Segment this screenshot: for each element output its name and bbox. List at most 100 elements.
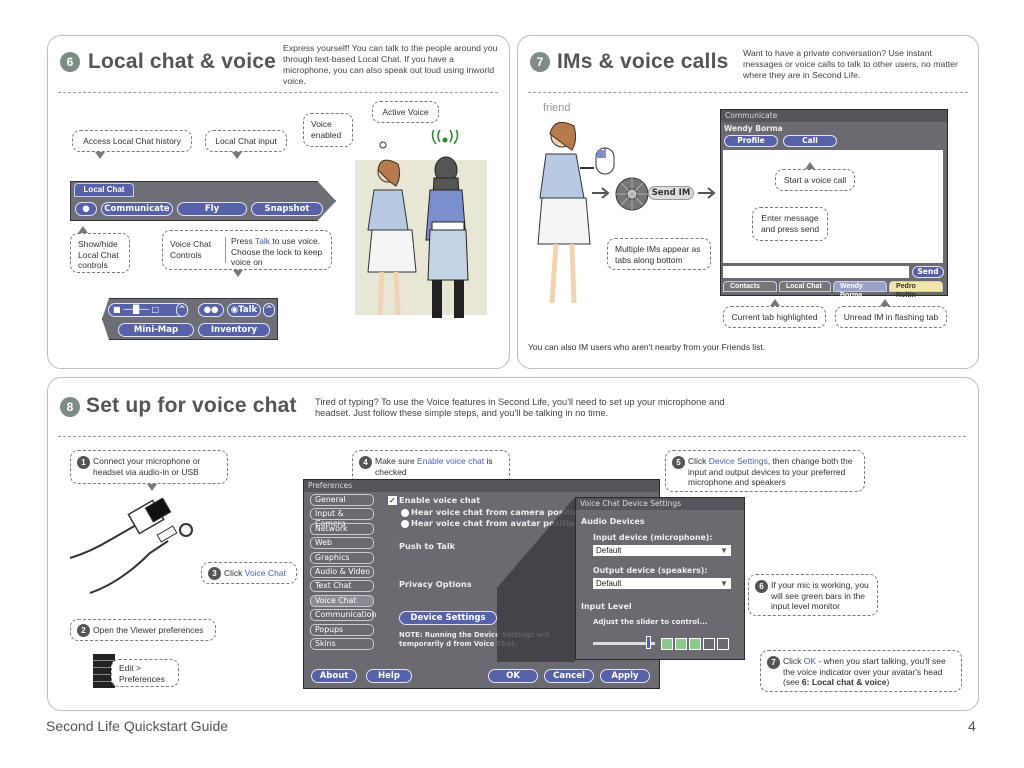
voice-toggle-button[interactable]: ●● bbox=[198, 303, 224, 317]
level-bar-3 bbox=[689, 638, 701, 650]
input-device-select[interactable]: Default bbox=[593, 545, 731, 556]
push-to-talk-label: Push to Talk bbox=[399, 541, 456, 551]
callout-voice-enabled: Voice enabled bbox=[303, 113, 353, 147]
step6-text: If your mic is working, you will see gre… bbox=[771, 580, 869, 611]
communicate-button[interactable]: Communicate bbox=[101, 202, 173, 216]
section-title-local-chat: Local chat & voice bbox=[88, 50, 276, 73]
local-chat-tab[interactable]: Local Chat bbox=[74, 183, 134, 197]
snapshot-button[interactable]: Snapshot bbox=[251, 202, 323, 216]
page-number: 4 bbox=[968, 718, 976, 734]
help-button[interactable]: Help bbox=[366, 669, 412, 683]
step5-callout: 5 Click Device Settings, then change bot… bbox=[665, 450, 865, 492]
enable-voice-chat-link: Enable voice chat bbox=[417, 456, 485, 466]
dropdown-arrow-icon[interactable]: ▼ bbox=[720, 579, 728, 588]
section6-intro: Express yourself! You can talk to the pe… bbox=[283, 43, 498, 86]
step1-text: Connect your microphone or headset via a… bbox=[93, 456, 201, 477]
adjust-slider-label: Adjust the slider to control... bbox=[593, 618, 708, 626]
preferences-category-item[interactable]: Skins bbox=[310, 638, 374, 650]
preferences-title: Preferences bbox=[304, 480, 659, 492]
output-device-label: Output device (speakers): bbox=[593, 566, 708, 575]
preferences-category-item[interactable]: Popups bbox=[310, 623, 374, 636]
preferences-menu-label: Preferences bbox=[119, 673, 165, 684]
speech-bubble-icon: ●● bbox=[203, 305, 219, 315]
friend-label: friend bbox=[543, 102, 571, 114]
volume-slider[interactable]: ■ ──█── □ bbox=[108, 303, 186, 317]
enable-voice-label: Enable voice chat bbox=[399, 495, 481, 505]
section7-intro: Want to have a private conversation? Use… bbox=[743, 48, 958, 80]
pie-menu-icon bbox=[615, 177, 649, 211]
preferences-category-item[interactable]: Text Chat bbox=[310, 580, 374, 593]
talk-button[interactable]: ◉Talk bbox=[227, 303, 261, 317]
ok-button[interactable]: OK bbox=[488, 669, 538, 683]
callout-chat-input: Local Chat input bbox=[205, 130, 287, 152]
callout-tail bbox=[805, 162, 815, 169]
im-contact-name: Wendy Borma bbox=[724, 124, 783, 133]
enable-voice-checkbox[interactable]: ✓ bbox=[388, 496, 397, 505]
preferences-category-item[interactable]: Audio & Video bbox=[310, 566, 374, 578]
avatars-illustration bbox=[355, 130, 487, 318]
callout-start-call: Start a voice call bbox=[775, 169, 855, 191]
voice-dot-icon bbox=[379, 141, 387, 149]
level-bar-5 bbox=[717, 638, 729, 650]
arrow-right-icon bbox=[592, 187, 610, 199]
dropdown-arrow-icon[interactable]: ▼ bbox=[720, 546, 728, 555]
voice-controls-instructions: Press Talk to use voice. Choose the lock… bbox=[231, 236, 323, 267]
apply-button[interactable]: Apply bbox=[600, 669, 650, 683]
preferences-category-item[interactable]: Communication bbox=[310, 609, 376, 622]
output-device-select[interactable]: Default bbox=[593, 578, 731, 589]
input-device-label: Input device (microphone): bbox=[593, 533, 713, 542]
input-level-slider[interactable] bbox=[593, 642, 655, 645]
slider-handle[interactable] bbox=[646, 636, 651, 649]
section-title-voice-setup: Set up for voice chat bbox=[86, 394, 297, 417]
callout-tail bbox=[880, 299, 890, 306]
fly-button[interactable]: Fly bbox=[177, 202, 247, 216]
callout-unread-im: Unread IM in flashing tab bbox=[835, 306, 947, 328]
send-button[interactable]: Send bbox=[912, 266, 944, 278]
preferences-category-item[interactable]: Voice Chat bbox=[310, 594, 374, 607]
tab-pedro-roltin[interactable]: Pedro Roltin bbox=[889, 281, 943, 299]
im-history-area bbox=[723, 150, 943, 263]
preferences-category-item[interactable]: General bbox=[310, 494, 374, 506]
radio-avatar[interactable] bbox=[401, 520, 409, 528]
mini-map-button[interactable]: Mini-Map bbox=[118, 323, 194, 337]
level-bar-4 bbox=[703, 638, 715, 650]
callout-tail bbox=[232, 152, 242, 159]
section8-intro: Tired of typing? To use the Voice featur… bbox=[315, 397, 725, 418]
tab-local-chat[interactable]: Local Chat bbox=[779, 281, 831, 292]
speech-bubble-icon: ● bbox=[82, 204, 90, 214]
step-number-5: 5 bbox=[672, 456, 685, 469]
callout-multiple-ims: Multiple IMs appear as tabs along bottom bbox=[607, 238, 711, 270]
cancel-button[interactable]: Cancel bbox=[544, 669, 594, 683]
section-number-7: 7 bbox=[530, 52, 550, 72]
tab-contacts[interactable]: Contacts bbox=[723, 281, 777, 292]
radio-camera[interactable] bbox=[401, 509, 409, 517]
volume-up-button[interactable]: ^ bbox=[176, 303, 188, 317]
profile-button[interactable]: Profile bbox=[724, 135, 778, 147]
divider bbox=[528, 92, 968, 93]
lock-icon: ◉ bbox=[230, 305, 239, 315]
about-button[interactable]: About bbox=[311, 669, 357, 683]
preferences-category-item[interactable]: Input & Camera bbox=[310, 508, 374, 528]
step-number-1: 1 bbox=[77, 456, 90, 469]
audio-devices-label: Audio Devices bbox=[581, 517, 645, 526]
step1-callout: 1 Connect your microphone or headset via… bbox=[70, 450, 228, 484]
chat-toggle-button[interactable]: ● bbox=[75, 202, 97, 216]
voice-expand-button[interactable]: ^ bbox=[263, 303, 275, 317]
callout-active-voice: Active Voice bbox=[372, 101, 439, 123]
input-level-label: Input Level bbox=[581, 602, 632, 611]
level-bar-2 bbox=[675, 638, 687, 650]
device-settings-button[interactable]: Device Settings bbox=[399, 611, 497, 625]
voice-chat-link: Voice Chat bbox=[244, 568, 286, 578]
message-input[interactable] bbox=[723, 266, 909, 278]
step-number-6: 6 bbox=[755, 580, 768, 593]
tab-wendy-borma[interactable]: Wendy Borma bbox=[833, 281, 887, 299]
callout-tail bbox=[233, 270, 243, 277]
preferences-category-item[interactable]: Graphics bbox=[310, 551, 374, 564]
preferences-category-item[interactable]: Network bbox=[310, 522, 374, 535]
callout-voice-controls: Voice Chat Controls Press Talk to use vo… bbox=[162, 230, 332, 270]
radio-camera-label: Hear voice chat from camera position bbox=[411, 507, 585, 517]
step-number-3: 3 bbox=[208, 567, 221, 580]
preferences-category-item[interactable]: Web bbox=[310, 537, 374, 550]
call-button[interactable]: Call bbox=[783, 135, 837, 147]
inventory-button[interactable]: Inventory bbox=[198, 323, 270, 337]
